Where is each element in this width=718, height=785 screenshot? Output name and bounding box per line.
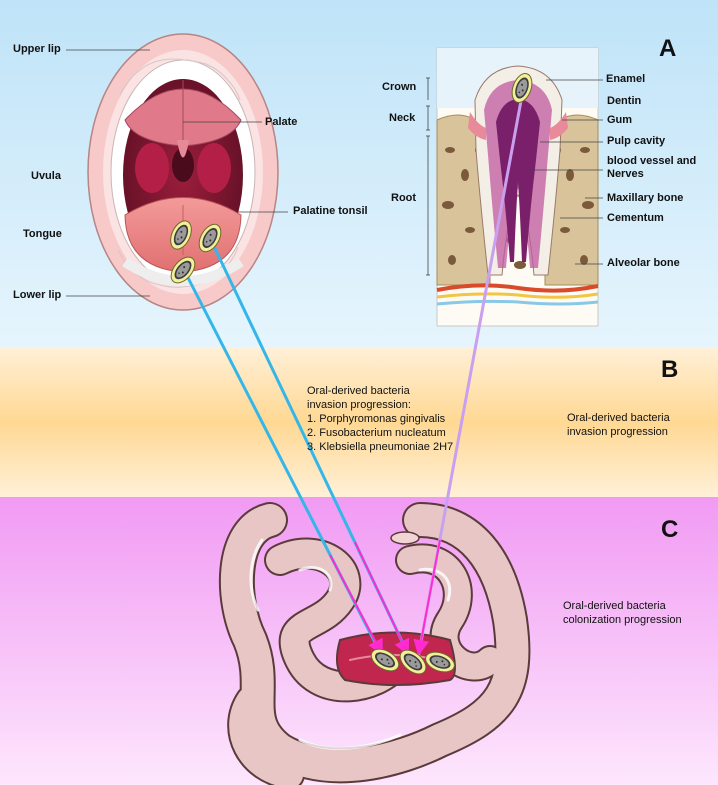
colonization-caption: Oral-derived bacteria colonization progr… (563, 599, 682, 627)
label-blood-vessel: blood vessel and (607, 155, 697, 167)
colonization-line: colonization progression (563, 614, 682, 626)
panel-letter-c: C (661, 516, 679, 543)
arrow-tip-tongue (354, 541, 410, 656)
arrow-tip-tooth (413, 539, 441, 656)
invasion-side-line: invasion progression (567, 426, 668, 438)
label-pulp-cavity: Pulp cavity (607, 135, 666, 147)
invasion-list-line: Oral-derived bacteria (307, 385, 410, 397)
label-gum: Gum (607, 114, 633, 126)
panel-b-background (0, 347, 718, 497)
invasion-side-caption: Oral-derived bacteria invasion progressi… (567, 411, 670, 439)
invasion-list-line: 3. Klebsiella pneumoniae 2H7 (307, 441, 454, 453)
label-maxillary-bone: Maxillary bone (607, 192, 684, 204)
label-root: Root (391, 192, 417, 204)
label-neck: Neck (389, 112, 416, 124)
label-nerves: Nerves (607, 168, 644, 180)
invasion-list-line: invasion progression: (307, 399, 411, 411)
label-palatine-tonsil: Palatine tonsil (293, 205, 368, 217)
label-dentin: Dentin (607, 95, 642, 107)
tooth-leader-lines (426, 77, 603, 276)
tooth-illustration (436, 47, 599, 327)
arrow-group (181, 89, 525, 659)
arrow-tip-lip (329, 554, 383, 656)
invasion-list-line: 2. Fusobacterium nucleatum (307, 427, 446, 439)
label-tongue: Tongue (23, 228, 62, 240)
colonization-line: Oral-derived bacteria (563, 600, 666, 612)
label-enamel: Enamel (606, 73, 646, 85)
label-upper-lip: Upper lip (13, 43, 61, 55)
label-cementum: Cementum (607, 212, 664, 224)
label-uvula: Uvula (31, 170, 61, 182)
invasion-list-line: 1. Porphyromonas gingivalis (307, 413, 446, 425)
label-palate: Palate (265, 116, 298, 128)
label-lower-lip: Lower lip (13, 289, 62, 301)
panel-letter-a: A (659, 35, 677, 62)
mouth-illustration (87, 33, 279, 311)
invasion-side-line: Oral-derived bacteria (567, 412, 670, 424)
label-crown: Crown (382, 81, 417, 93)
mouth-leader-lines (66, 49, 288, 297)
panel-letter-b: B (661, 356, 679, 383)
label-alveolar-bone: Alveolar bone (607, 257, 680, 269)
invasion-bacteria-list: Oral-derived bacteria invasion progressi… (307, 384, 453, 454)
